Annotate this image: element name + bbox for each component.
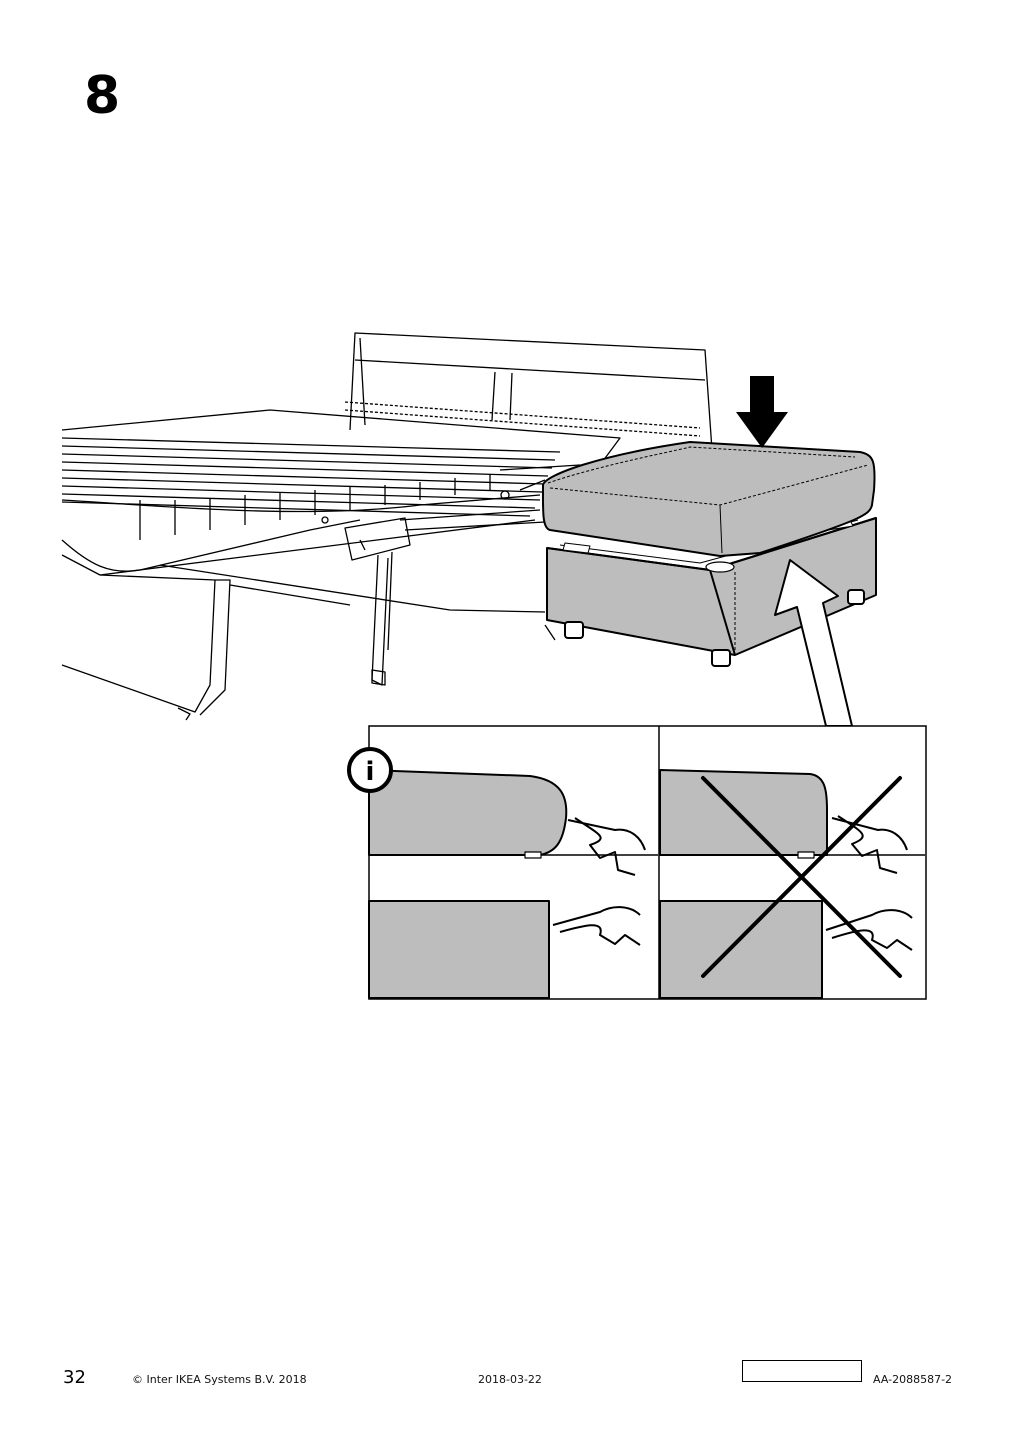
info-icon: i <box>347 747 393 793</box>
step-number: 8 <box>84 66 121 126</box>
document-code: AA-2088587-2 <box>873 1373 953 1386</box>
footer-box <box>742 1360 862 1382</box>
ottoman-cushion <box>541 441 876 557</box>
document-date: 2018-03-22 <box>478 1373 542 1386</box>
inset-correct <box>368 769 658 999</box>
cross-out-mark <box>701 776 902 978</box>
sofa-bed-drawing <box>61 332 713 721</box>
arrow-pointer-icon <box>774 559 853 727</box>
arrow-down-icon <box>736 376 788 448</box>
svg-text:i: i <box>366 757 375 787</box>
inset-incorrect <box>659 769 925 999</box>
page-number: 32 <box>63 1367 86 1388</box>
copyright-notice: © Inter IKEA Systems B.V. 2018 <box>132 1373 307 1386</box>
